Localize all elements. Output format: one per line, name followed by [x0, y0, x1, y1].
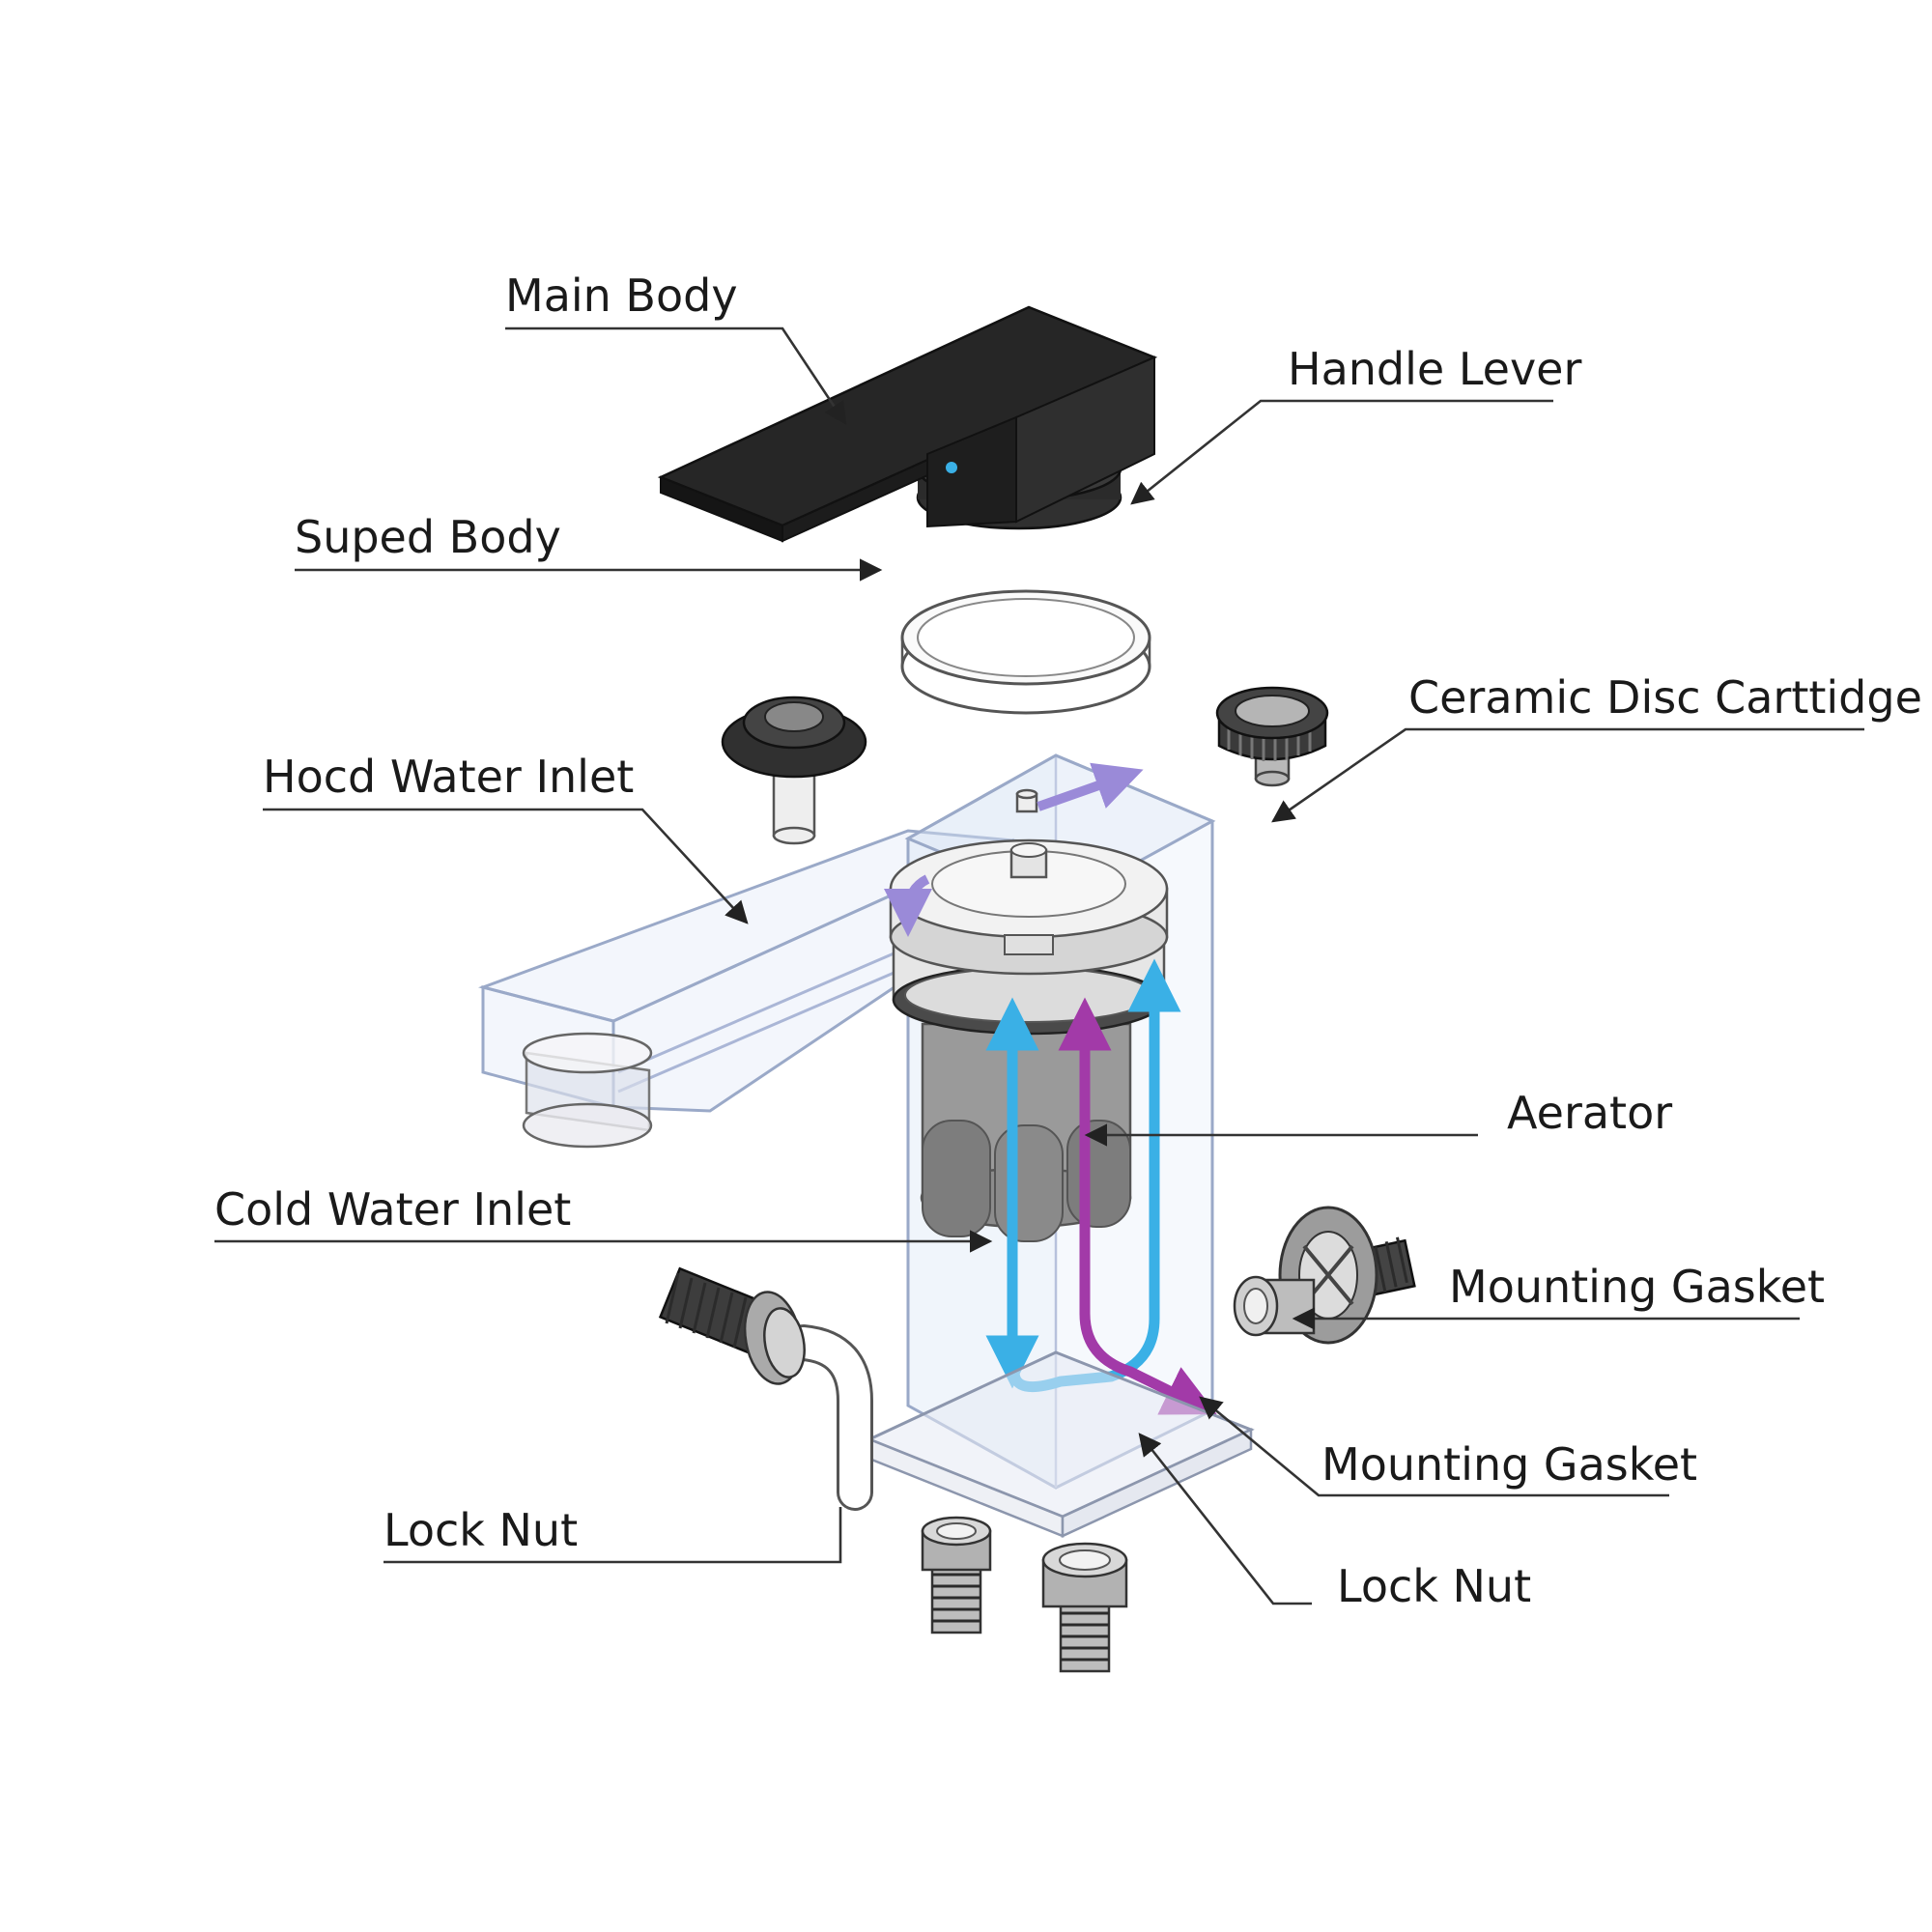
- label-aerator: Aerator: [1084, 1087, 1672, 1147]
- bottom-lock-nut-right-part: [1041, 1542, 1128, 1673]
- handle-screw-icon: [946, 462, 957, 473]
- svg-text:Mounting Gasket: Mounting Gasket: [1449, 1261, 1825, 1313]
- label-mounting-gasket-upper: Mounting Gasket: [1292, 1261, 1825, 1330]
- ring-seal-part: [900, 589, 1151, 715]
- label-cold-water-inlet: Cold Water Inlet: [214, 1183, 993, 1253]
- label-main-body: Main Body: [505, 270, 847, 425]
- svg-text:Main Body: Main Body: [505, 270, 738, 322]
- bottom-lock-nut-left-part: [921, 1516, 992, 1634]
- label-hot-water-inlet: Hocd Water Inlet: [263, 751, 749, 924]
- svg-text:Ceramic Disc Carttidge: Ceramic Disc Carttidge: [1408, 671, 1922, 724]
- svg-text:Aerator: Aerator: [1507, 1087, 1672, 1139]
- svg-text:Hocd Water Inlet: Hocd Water Inlet: [263, 751, 634, 803]
- svg-text:Cold Water Inlet: Cold Water Inlet: [214, 1183, 571, 1236]
- svg-text:Mounting Gasket: Mounting Gasket: [1321, 1438, 1697, 1491]
- aerator-nozzle: [522, 1032, 653, 1149]
- handle-lever-part: [657, 305, 1158, 543]
- svg-text:Lock Nut: Lock Nut: [384, 1504, 578, 1556]
- label-mounting-gasket-lower: Mounting Gasket: [1199, 1396, 1697, 1497]
- right-knurled-cap-part: [1215, 686, 1329, 787]
- label-handle-lever: Handle Lever: [1130, 343, 1581, 505]
- left-flanged-cap-part: [721, 696, 867, 845]
- ceramic-cartridge-core: [889, 838, 1169, 1242]
- label-ceramic-disc-cartridge: Ceramic Disc Carttidge: [1271, 671, 1922, 823]
- svg-text:Lock Nut: Lock Nut: [1337, 1560, 1531, 1612]
- label-lock-nut-right: Lock Nut: [1138, 1433, 1531, 1612]
- left-threaded-fitting-part: [658, 1266, 873, 1511]
- svg-text:Handle Lever: Handle Lever: [1288, 343, 1581, 395]
- label-suped-body: Suped Body: [295, 511, 883, 582]
- label-lock-nut-left: Lock Nut: [384, 1504, 842, 1564]
- svg-text:Suped Body: Suped Body: [295, 511, 561, 563]
- mounting-gasket-part: [1233, 1206, 1416, 1345]
